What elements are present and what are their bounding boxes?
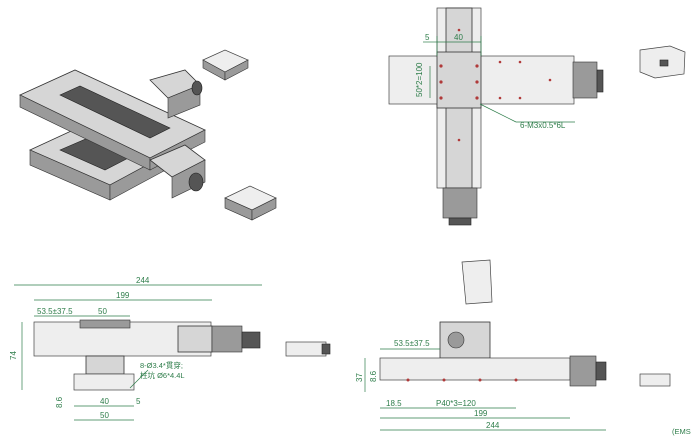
top-dim-5: 5 <box>425 33 430 42</box>
front-dim-40: 40 <box>100 397 109 406</box>
front-note-line2: 柱坑 Ø6*4.4L <box>140 370 185 380</box>
top-dim-40: 40 <box>454 33 463 42</box>
front-dim-50-top: 50 <box>98 307 107 316</box>
top-callout: 6-M3x0.5*6L <box>520 121 566 130</box>
side-dim-pitch: P40*3=120 <box>436 399 476 408</box>
front-dim-53-5: 53.5±37.5 <box>37 307 73 316</box>
front-dim-5: 5 <box>136 397 141 406</box>
side-view <box>364 259 671 431</box>
front-dim-8-6: 8.6 <box>55 396 64 408</box>
side-dim-8-6: 8.6 <box>369 370 378 382</box>
front-note-line1: 8-Ø3.4*貫穿; <box>140 360 183 370</box>
top-dim-vertical: 50*2=100 <box>415 62 424 97</box>
front-dim-199: 199 <box>116 291 130 300</box>
side-dim-18-5: 18.5 <box>386 399 402 408</box>
front-dim-74: 74 <box>9 351 18 360</box>
side-corner-label: (EMS <box>672 427 691 436</box>
front-dim-50-bottom: 50 <box>100 411 109 420</box>
front-dim-244: 244 <box>136 276 150 285</box>
front-view <box>14 284 331 421</box>
isometric-view <box>19 49 277 221</box>
side-dim-37: 37 <box>355 373 364 382</box>
side-dim-53-5: 53.5±37.5 <box>394 339 430 348</box>
side-dim-199: 199 <box>474 409 488 418</box>
top-view <box>388 7 686 226</box>
side-dim-244: 244 <box>486 421 500 430</box>
